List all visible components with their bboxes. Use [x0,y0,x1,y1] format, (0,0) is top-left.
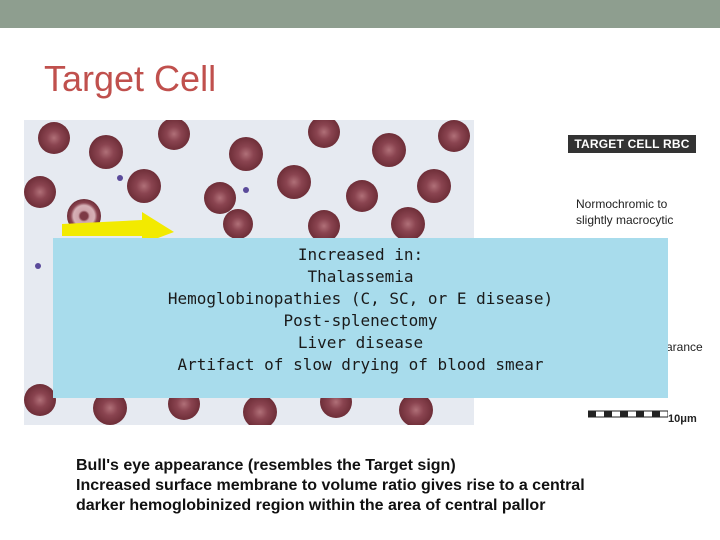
caption-line: Bull's eye appearance (resembles the Tar… [76,457,456,474]
figure-side-line: Normochromic to [576,197,668,211]
red-blood-cell [372,133,406,167]
overlay-line: Artifact of slow drying of blood smear [177,355,544,374]
overlay-line: Increased in: [297,245,424,264]
red-blood-cell [308,210,340,242]
figure-side-text: Normochromic to slightly macrocytic [576,196,673,228]
overlay-box [53,238,668,398]
overlay-text: Increased in: Thalassemia Hemoglobinopat… [53,244,668,376]
scale-label: 10μm [668,413,697,425]
figure-side-text-partial: arance [666,340,703,354]
red-blood-cell [158,120,190,150]
top-bar [0,0,720,28]
figure-header: TARGET CELL RBC [568,135,696,153]
caption-line: darker hemoglobinized region within the … [76,497,546,514]
red-blood-cell [346,180,378,212]
red-blood-cell [438,120,470,152]
arrow-icon [62,212,174,244]
overlay-line: Hemoglobinopathies (C, SC, or E disease) [167,289,554,308]
caption-line: Increased surface membrane to volume rat… [76,477,585,494]
platelet [35,263,41,269]
overlay-line: Liver disease [297,333,424,352]
figure-side-line: slightly macrocytic [576,213,674,227]
red-blood-cell [24,176,56,208]
overlay-line: Post-splenectomy [283,311,438,330]
red-blood-cell [24,384,56,416]
red-blood-cell [38,122,70,154]
red-blood-cell [391,207,425,241]
red-blood-cell [93,391,127,425]
red-blood-cell [204,182,236,214]
caption: Bull's eye appearance (resembles the Tar… [76,456,585,516]
overlay-line: Thalassemia [307,267,414,286]
red-blood-cell [243,395,277,425]
slide-title: Target Cell [44,58,217,99]
red-blood-cell [277,165,311,199]
red-blood-cell [223,209,253,239]
red-blood-cell [417,169,451,203]
red-blood-cell [399,393,433,425]
red-blood-cell [229,137,263,171]
scale-bar [588,410,668,418]
platelet [243,187,249,193]
red-blood-cell [308,120,340,148]
platelet [117,175,123,181]
red-blood-cell [89,135,123,169]
red-blood-cell [127,169,161,203]
